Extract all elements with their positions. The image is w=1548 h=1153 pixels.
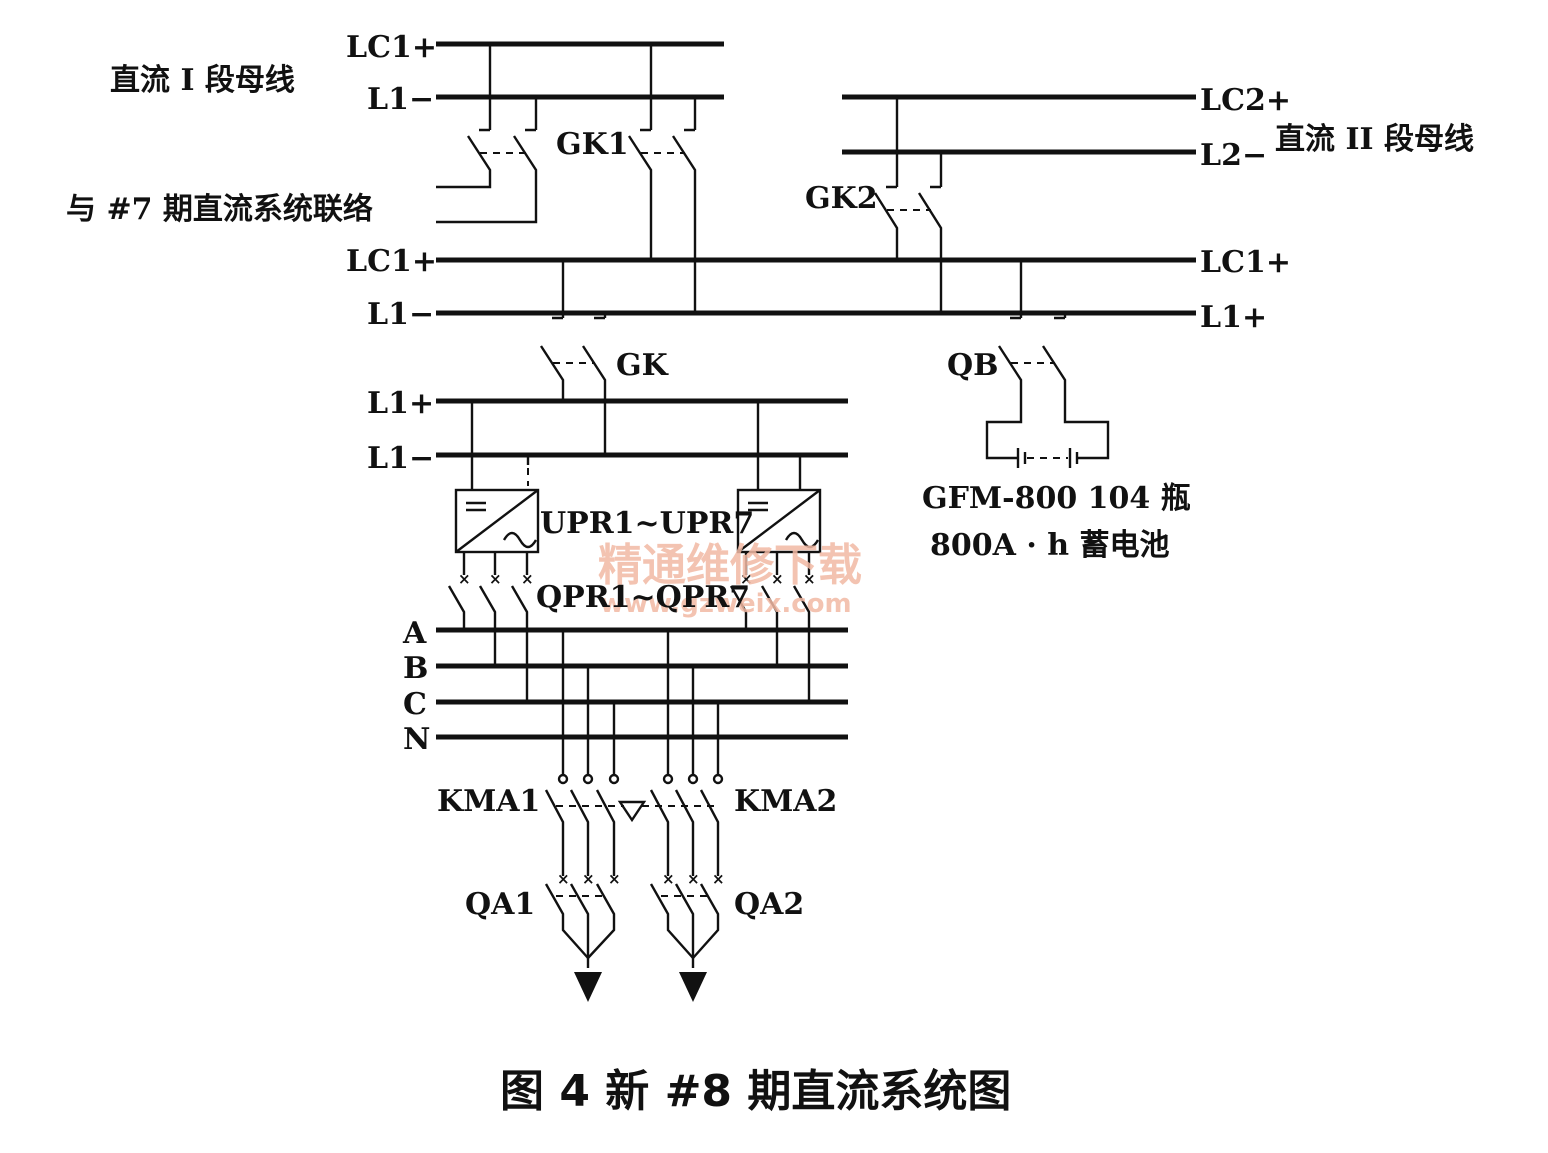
label-battery-line-1: GFM-800 104 瓶	[922, 481, 1191, 516]
qpr-switch-left: × × ×	[447, 570, 534, 702]
svg-text:×: ×	[582, 870, 595, 888]
label-l1-minus-low: L1−	[367, 441, 434, 476]
label-l2-minus: L2−	[1200, 138, 1267, 173]
label-dc-section-2: 直流 II 段母线	[1275, 122, 1474, 157]
label-link-7: 与 #7 期直流系统联络	[66, 192, 373, 227]
svg-text:×: ×	[521, 570, 534, 588]
link7-switch	[436, 44, 538, 224]
kma2-contactor	[642, 630, 724, 876]
arrow-down-icon	[574, 972, 602, 1002]
label-dc-section-1: 直流 I 段母线	[110, 63, 295, 98]
label-l1-plus-mid-right: L1+	[1200, 300, 1267, 335]
label-l1-plus-low: L1+	[367, 386, 434, 421]
qa1-breaker: × × ×	[544, 870, 621, 1002]
svg-text:×: ×	[458, 570, 471, 588]
label-lc1-plus-mid-left: LC1+	[346, 244, 437, 279]
interlock-symbol	[617, 800, 647, 823]
label-phase-b: B	[403, 651, 428, 686]
svg-text:×: ×	[687, 870, 700, 888]
label-qa2: QA2	[734, 887, 804, 922]
svg-text:×: ×	[771, 570, 784, 588]
battery-bank	[1016, 448, 1079, 468]
rectifier-right	[736, 401, 822, 575]
label-l1-minus-top: L1−	[367, 82, 434, 117]
label-phase-n: N	[403, 722, 430, 757]
qb-switch	[985, 260, 1110, 460]
svg-text:×: ×	[489, 570, 502, 588]
svg-text:×: ×	[662, 870, 675, 888]
label-kma1: KMA1	[437, 784, 540, 819]
label-upr: UPR1~UPR7	[540, 506, 754, 541]
label-phase-c: C	[403, 687, 427, 722]
label-gk1: GK1	[556, 127, 629, 162]
svg-text:×: ×	[740, 570, 753, 588]
watermark-url: www.gzweix.com	[600, 589, 852, 619]
watermark-title: 精通维修下载	[598, 540, 862, 591]
arrow-down-icon	[679, 972, 707, 1002]
busbars	[436, 41, 1196, 740]
label-gk: GK	[616, 348, 669, 383]
label-l1-minus-mid: L1−	[367, 297, 434, 332]
label-gk2: GK2	[805, 181, 878, 216]
qpr-switch-right: × × ×	[729, 570, 816, 702]
svg-text:×: ×	[803, 570, 816, 588]
svg-text:×: ×	[608, 870, 621, 888]
gk-switch	[539, 260, 607, 455]
label-battery-line-2: 800A · h 蓄电池	[930, 528, 1170, 563]
label-qa1: QA1	[465, 887, 535, 922]
label-lc2-plus: LC2+	[1200, 83, 1291, 118]
label-qb: QB	[947, 348, 999, 383]
label-kma2: KMA2	[734, 784, 837, 819]
svg-text:×: ×	[712, 870, 725, 888]
label-qpr: QPR1~QPR7	[536, 580, 750, 615]
label-lc1-plus-top: LC1+	[346, 30, 437, 65]
rectifier-left	[454, 401, 540, 575]
svg-text:×: ×	[557, 870, 570, 888]
gk2-switch	[873, 97, 943, 313]
label-lc1-plus-mid-right: LC1+	[1200, 245, 1291, 280]
qa2-breaker: × × ×	[649, 870, 725, 1002]
figure-caption: 图 4 新 #8 期直流系统图	[500, 1066, 1011, 1117]
gk1-switch	[627, 44, 697, 313]
kma1-contactor	[544, 630, 624, 876]
label-phase-a: A	[402, 616, 427, 651]
